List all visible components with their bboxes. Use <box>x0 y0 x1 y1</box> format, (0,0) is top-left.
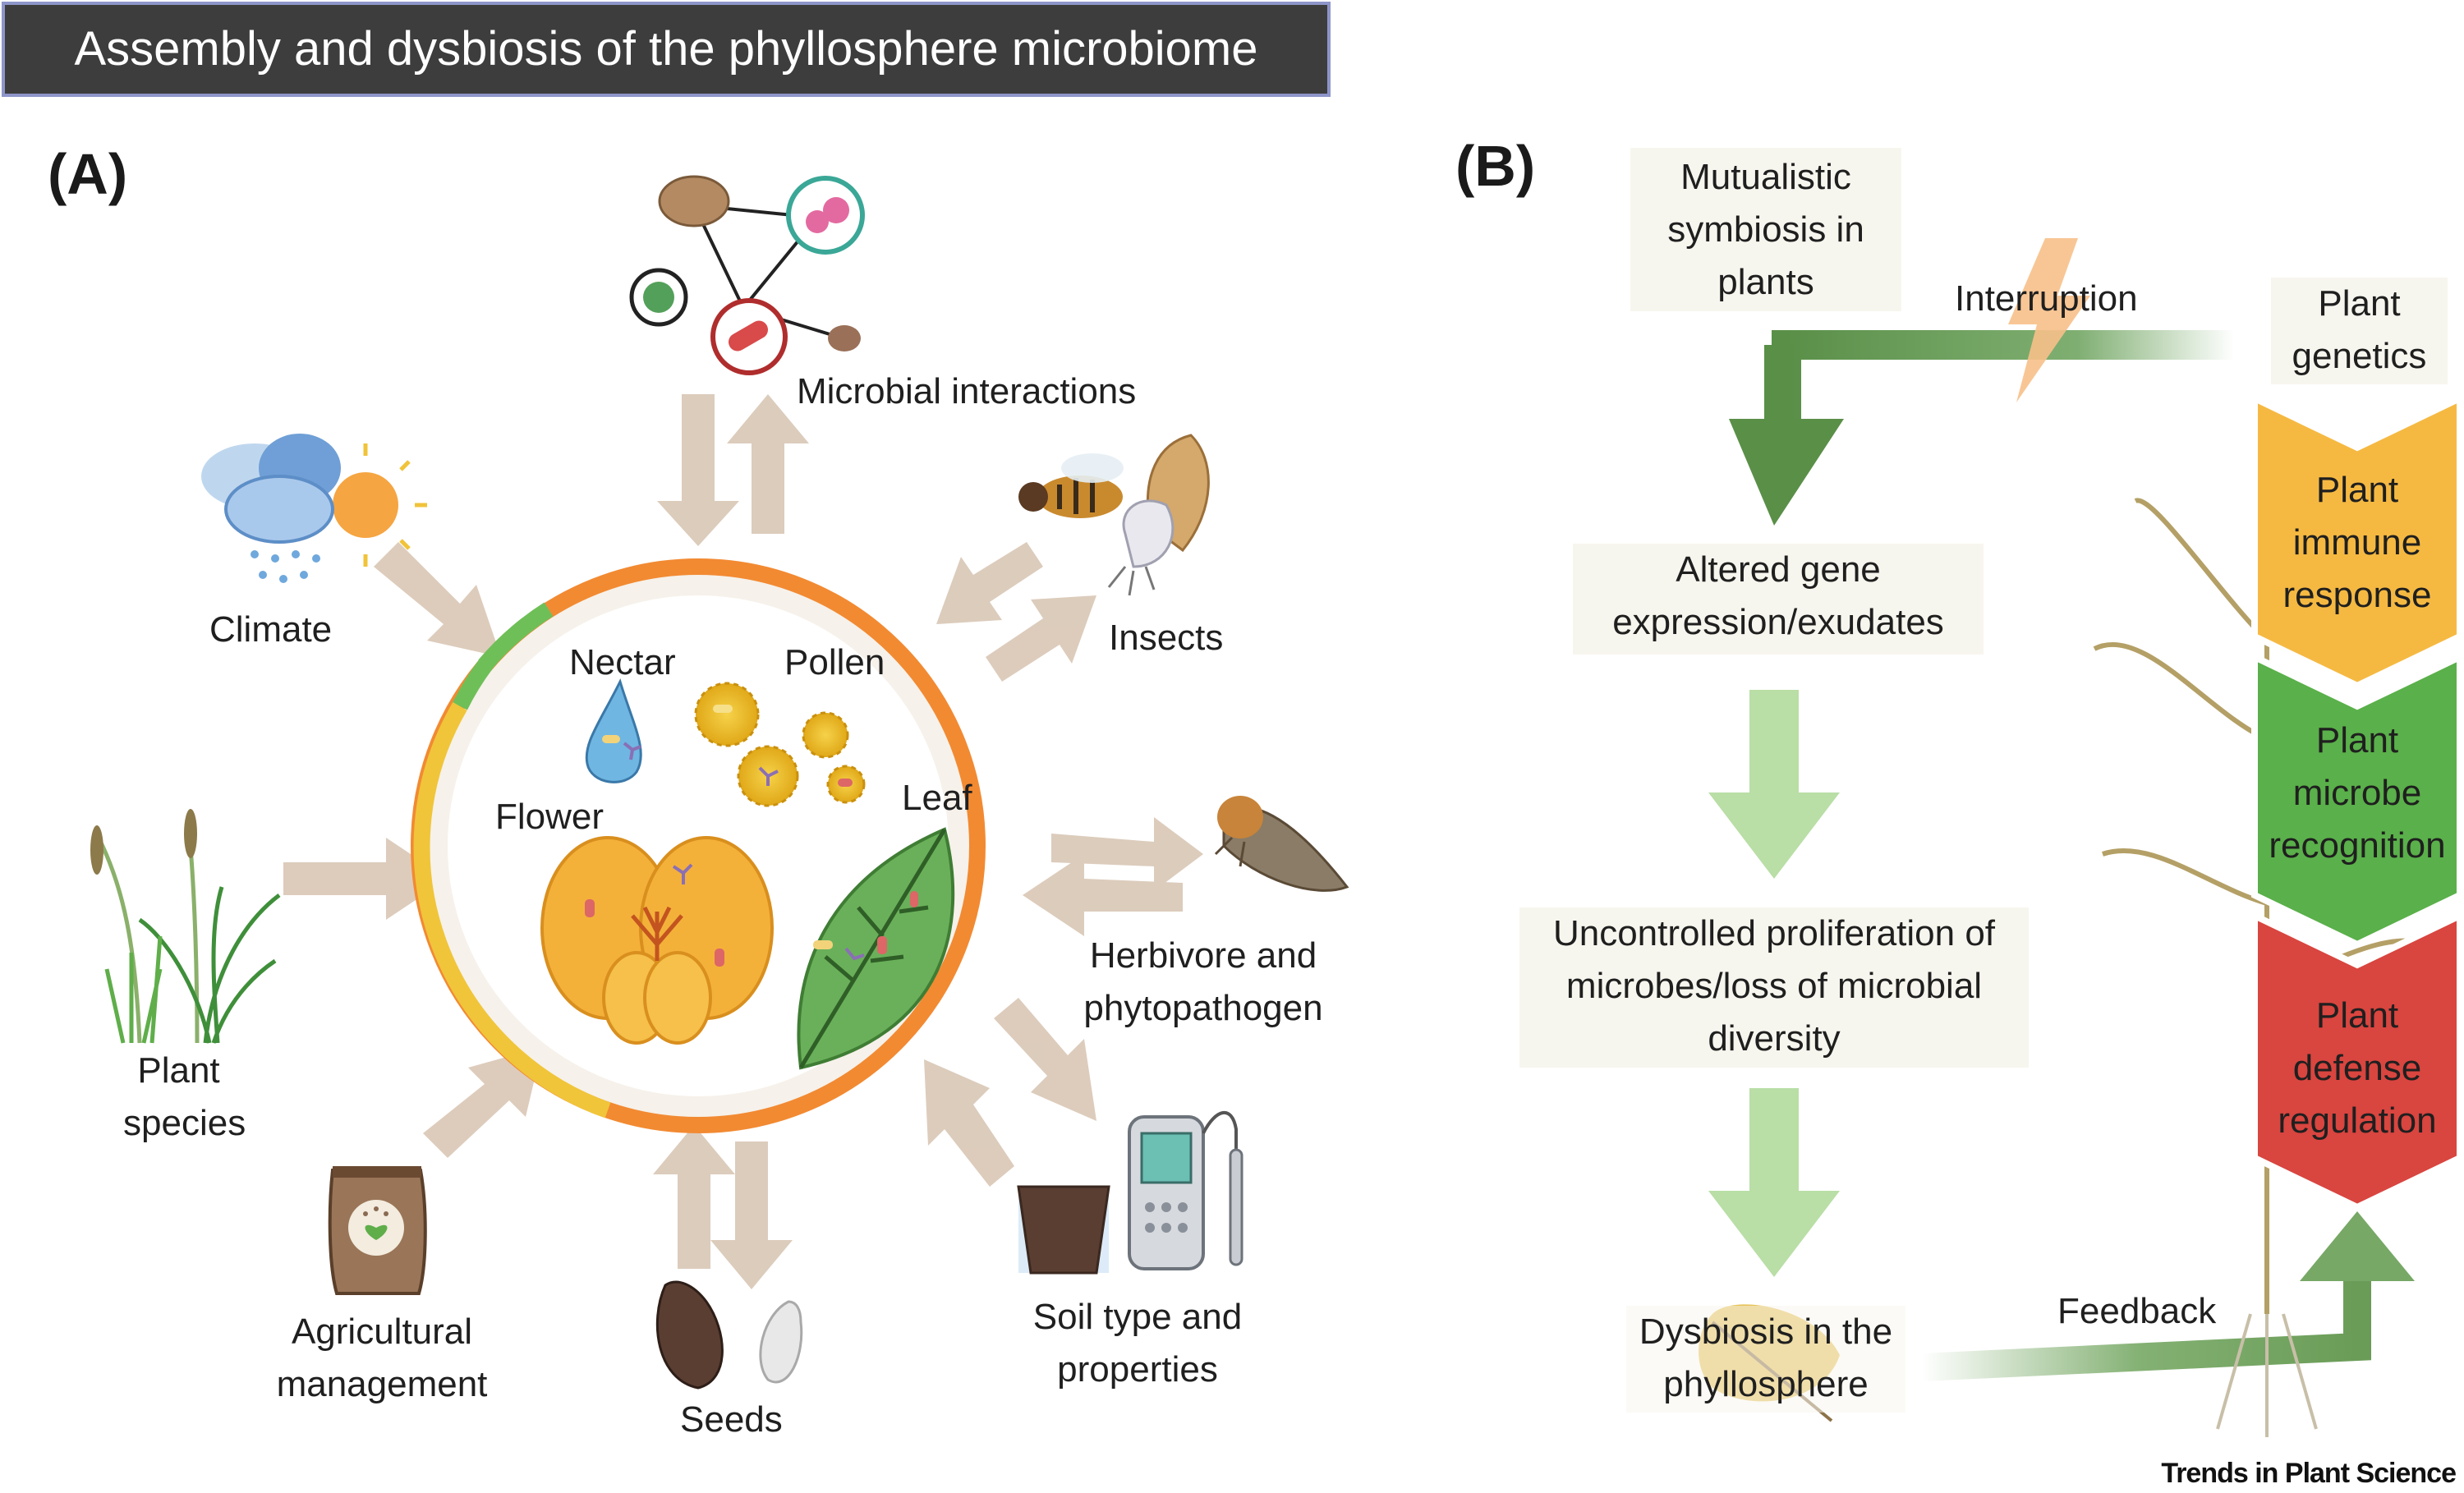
label-pollen: Pollen <box>784 642 885 682</box>
label-seeds: Seeds <box>680 1399 783 1440</box>
arrow-herbivore-out <box>1051 817 1203 891</box>
box-altered-gene-expression: Altered gene expression/exudates <box>1573 544 1984 655</box>
plant-species-illustration <box>90 809 281 1044</box>
label-microbial-interactions: Microbial interactions <box>797 371 1137 411</box>
defense-chevrons <box>2251 393 2463 1211</box>
interruption-arrow <box>1729 330 2234 526</box>
label-soil-type: Soil type and properties <box>1032 1297 1243 1390</box>
arrow-seeds-in <box>653 1125 735 1269</box>
herbivore-illustration <box>1214 796 1349 892</box>
chevron-label-defense-regulation: Plant defense regulation <box>2278 995 2437 1141</box>
chevron-microbe-recognition <box>2251 651 2463 949</box>
arrow-microbial-in <box>657 394 739 546</box>
journal-name: Trends in Plant Science <box>2161 1458 2457 1489</box>
agricultural-illustration <box>328 1166 427 1295</box>
label-plant-species: Plant species <box>123 1050 246 1143</box>
label-nectar: Nectar <box>569 642 676 682</box>
leaf-illustration <box>797 827 955 1070</box>
chevron-defense-regulation <box>2251 910 2463 1211</box>
flow-down-arrows <box>1708 690 1840 1277</box>
arrow-insects-out <box>986 595 1096 682</box>
label-feedback: Feedback <box>2057 1291 2217 1331</box>
factor-arrows <box>283 394 1203 1289</box>
figure-title: Assembly and dysbiosis of the phyllosphe… <box>74 22 1258 76</box>
arrow-agricultural <box>423 1047 542 1158</box>
label-leaf: Leaf <box>902 778 972 818</box>
box-dysbiosis-phyllosphere: Dysbiosis in the phyllosphere <box>1626 1306 1905 1413</box>
feedback-arrow <box>1921 1211 2415 1381</box>
arrow-plant-species <box>283 838 448 920</box>
title-bar: Assembly and dysbiosis of the phyllosphe… <box>2 2 1331 97</box>
arrow-soil-in <box>924 1059 1014 1187</box>
flower-illustration <box>540 836 774 1045</box>
panel-a-letter: (A) <box>48 142 128 206</box>
soil-illustration <box>1017 1111 1243 1275</box>
label-climate: Climate <box>209 609 333 650</box>
label-herbivore-phytopathogen: Herbivore and phytopathogen <box>1083 935 1323 1028</box>
arrow-seeds-out <box>710 1142 793 1289</box>
climate-illustration <box>201 434 427 583</box>
label-insects: Insects <box>1109 618 1224 658</box>
nectar-drop <box>585 678 642 783</box>
arrow-soil-out <box>994 998 1096 1121</box>
label-agricultural-management: Agricultural management <box>276 1312 488 1404</box>
box-mutualistic-symbiosis: Mutualistic symbiosis in plants <box>1630 148 1901 311</box>
arrow-microbial-out <box>727 394 809 534</box>
lightning-icon <box>2008 238 2090 402</box>
chevron-label-immune-response: Plant immune response <box>2282 470 2432 615</box>
arrow-altered-to-uncontrolled <box>1708 690 1840 879</box>
seeds-illustration <box>655 1280 803 1390</box>
pollen-grains <box>694 682 866 807</box>
label-interruption: Interruption <box>1955 278 2138 319</box>
microbial-network-illustration <box>629 175 865 375</box>
panel-b-letter: (B) <box>1455 134 1536 198</box>
chevron-immune-response <box>2251 393 2463 690</box>
arrow-climate <box>374 542 501 657</box>
box-uncontrolled-proliferation: Uncontrolled proliferation of microbes/l… <box>1519 907 2029 1068</box>
arrow-herbivore-in <box>1023 854 1183 936</box>
arrow-insects-in <box>936 542 1043 624</box>
chevron-label-microbe-recognition: Plant microbe recognition <box>2269 720 2446 866</box>
arrow-uncontrolled-to-dysbiosis <box>1708 1088 1840 1277</box>
insects-illustration <box>1018 434 1210 596</box>
label-flower: Flower <box>495 797 605 837</box>
box-plant-genetics: Plant genetics <box>2271 278 2448 384</box>
